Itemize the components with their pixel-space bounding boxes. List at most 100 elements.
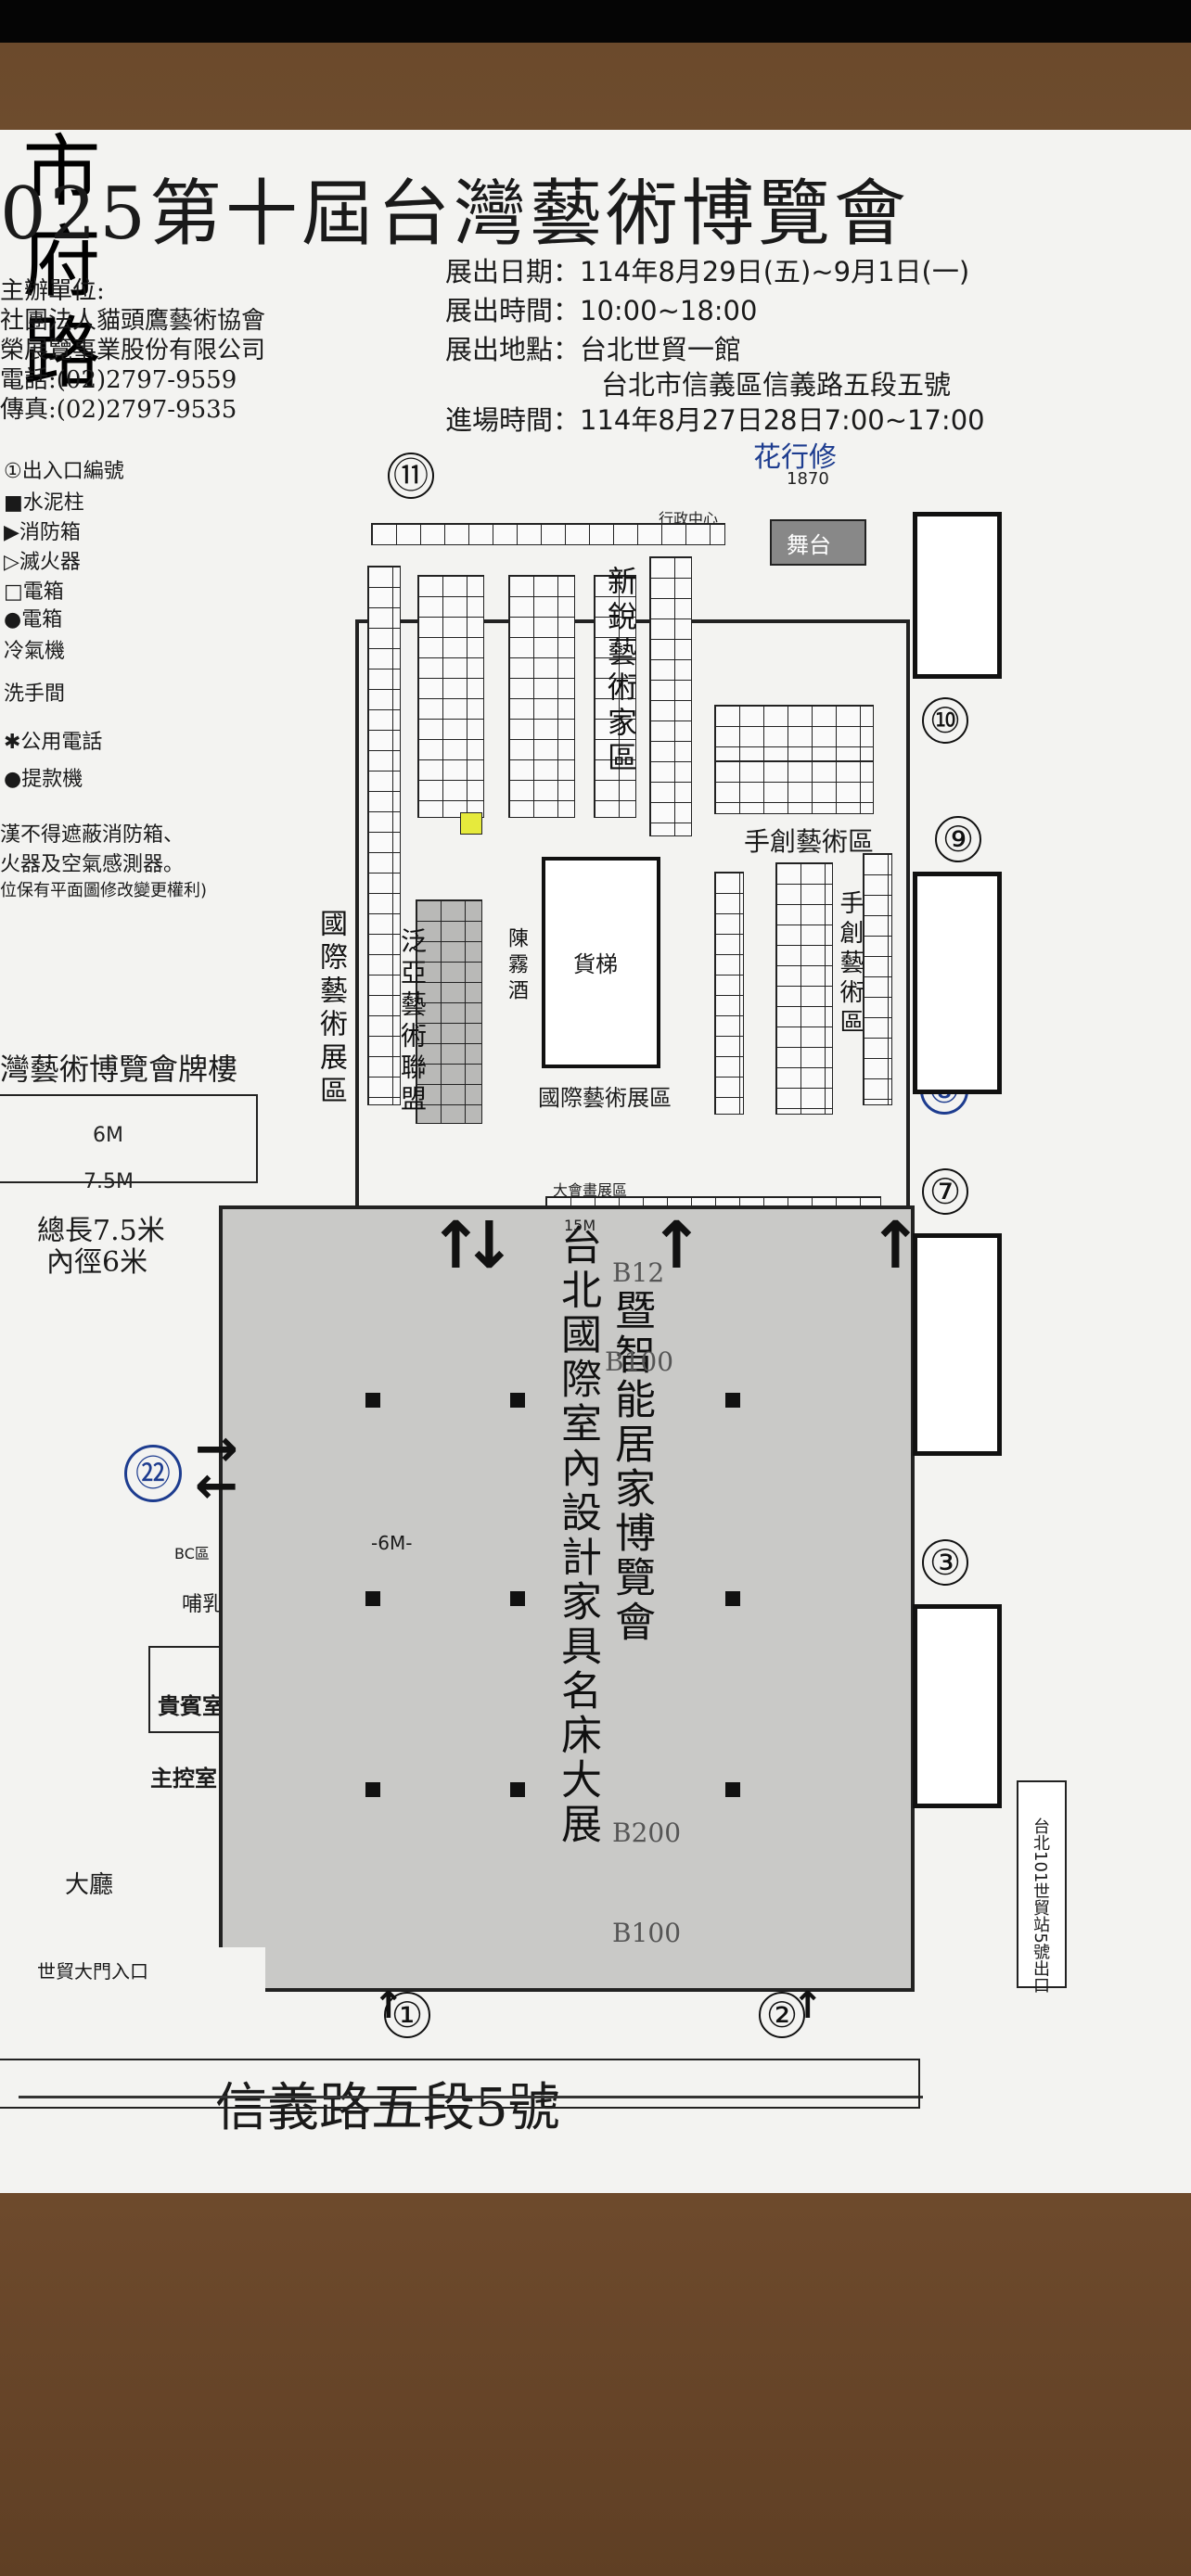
legend-item: ■水泥柱 — [4, 491, 84, 515]
stage — [770, 519, 866, 566]
exit-marker-2: ② — [759, 1992, 805, 2038]
pillar — [365, 1393, 380, 1408]
pillar — [510, 1393, 525, 1408]
info-address: 台北市信義區信義路五段五號 — [601, 369, 952, 401]
gateway-outline — [0, 1094, 258, 1183]
event-title: 025第十屆台灣藝術博覽會 — [0, 172, 910, 256]
highlighted-booth — [460, 812, 482, 835]
exit-marker-7: ⑦ — [922, 1168, 968, 1215]
dim-1870: 1870 — [787, 469, 829, 489]
main-hall-dim: -6M- — [371, 1532, 413, 1554]
zone-public-gallery: 大會畫展區 — [553, 1181, 628, 1199]
entry-arrow-up: ↑ — [429, 1207, 483, 1283]
exit-marker-22: ㉒ — [124, 1445, 182, 1502]
legend-item: □電箱 — [4, 580, 64, 604]
gateway-inner-diameter: 內徑6米 — [46, 1246, 148, 1279]
restroom-east — [913, 1233, 1002, 1456]
info-date: 展出日期：114年8月29日(五)~9月1日(一) — [445, 256, 970, 287]
exit-marker-10: ⑩ — [922, 697, 968, 744]
main-hall-title-2: 暨智能居家博覽會 — [608, 1289, 655, 1645]
pillar — [725, 1393, 740, 1408]
pillar — [365, 1591, 380, 1606]
zone-pan-asian: 泛亞藝術聯盟 — [397, 927, 428, 1116]
legend-item: ①出入口編號 — [4, 460, 124, 483]
booth-block-pan-asian — [416, 899, 482, 1124]
gateway-label: 灣藝術博覽會牌樓 — [0, 1052, 238, 1087]
room-vip: 貴賓室 — [158, 1692, 224, 1719]
pillar — [725, 1591, 740, 1606]
booth-block-left — [367, 566, 401, 1105]
gateway-total-length: 總長7.5米 — [37, 1215, 165, 1247]
legend-item: 冷氣機 — [4, 640, 66, 663]
photo-top-edge — [0, 0, 1191, 43]
main-hall-corner — [219, 1947, 265, 1994]
main-hall-b200: B200 — [612, 1817, 682, 1848]
booth-block-handmade-a — [714, 872, 744, 1115]
main-hall-b12: B12 — [612, 1257, 665, 1288]
road-edge — [0, 2059, 920, 2109]
cargo-elevator — [542, 857, 660, 1068]
booth-block-c — [594, 575, 636, 818]
note-line-3: 位保有平面圖修改變更權利) — [0, 881, 208, 900]
entry-arrow-up: ↑ — [649, 1207, 704, 1283]
legend-item: ▷滅火器 — [4, 551, 81, 574]
legend-item: ●電箱 — [4, 608, 63, 631]
dim-15m: 15M — [564, 1217, 596, 1234]
handwritten-note: 花行修 — [753, 441, 837, 474]
restroom-middle — [913, 872, 1002, 1094]
info-venue: 展出地點：台北世貿一館 — [445, 334, 742, 365]
main-hall-b100: B100 — [605, 1346, 674, 1377]
entry-arrow-left: ← — [195, 1456, 238, 1516]
organizer-phone: 電話:(02)2797-9559 — [0, 366, 237, 394]
booth-block-b — [508, 575, 575, 818]
room-bc: BC區 — [174, 1545, 210, 1562]
organizer-fax: 傳真:(02)2797-9535 — [0, 396, 237, 424]
restroom-south — [913, 1604, 1002, 1808]
note-line-1: 漢不得遮蔽消防箱、 — [0, 823, 185, 847]
booth-block-handmade-c — [863, 853, 892, 1105]
booth-block-a — [417, 575, 484, 818]
gateway-dim-6m: 6M — [93, 1124, 123, 1147]
organizer-2: 榮展覽事業股份有限公司 — [0, 337, 266, 364]
gateway-dim-7-5m: 7.5M — [83, 1170, 134, 1193]
pillar — [510, 1782, 525, 1797]
main-exhibition-hall — [219, 1205, 915, 1992]
stage-label: 舞台 — [787, 532, 831, 558]
info-setup: 進場時間：114年8月27日28日7:00~17:00 — [445, 404, 985, 436]
booth-block-handmade-b — [775, 862, 833, 1115]
legend-item: ▶消防箱 — [4, 521, 81, 544]
booth-block-top-row — [371, 523, 725, 545]
restroom-north — [913, 512, 1002, 679]
organizer-1: 社團法人貓頭鷹藝術協會 — [0, 307, 266, 335]
zone-newart: 新銳藝術家區 — [603, 566, 638, 777]
legend-item: ✱公用電話 — [4, 731, 103, 754]
mrt-exit-box — [1017, 1780, 1067, 1988]
street-shifu-road: 市府路 — [10, 130, 101, 402]
lobby: 大廳 — [65, 1871, 114, 1899]
exit-marker-9: ⑨ — [935, 816, 981, 862]
booth-block-newart — [649, 556, 692, 836]
note-line-2: 火器及空氣感測器。 — [0, 853, 185, 876]
zone-handmade: 手創藝術區 — [744, 826, 875, 857]
zone-chen: 陳霧酒 — [505, 927, 528, 1005]
pillar — [725, 1782, 740, 1797]
mrt-exit-label: 台北101世貿站5號出口 — [1031, 1817, 1050, 1994]
organizer-heading: 主辦單位: — [0, 277, 105, 305]
zone-handmade-2: 手創藝術區 — [836, 890, 864, 1039]
road-line — [19, 2096, 923, 2098]
zone-international-bottom: 國際藝術展區 — [538, 1085, 672, 1111]
legend-item: 洗手間 — [4, 682, 66, 706]
exit-marker-11: ⑪ — [388, 453, 434, 499]
booth-block-d — [714, 705, 874, 766]
room-control: 主控室 — [150, 1765, 217, 1792]
info-time: 展出時間：10:00~18:00 — [445, 295, 758, 326]
exit-marker-3: ③ — [922, 1539, 968, 1586]
main-hall-title: 台北國際室內設計家具名床大展 — [554, 1224, 601, 1847]
entry-arrow-down: ↓ — [462, 1207, 517, 1283]
booth-block-e — [714, 760, 874, 814]
floor-map-sheet: 025第十屆台灣藝術博覽會 主辦單位: 社團法人貓頭鷹藝術協會 榮展覽事業股份有… — [0, 130, 1191, 2193]
main-gate: 世貿大門入口 — [37, 1960, 148, 1983]
pillar — [510, 1591, 525, 1606]
exit-marker-1: ① — [384, 1992, 430, 2038]
zone-international: 國際藝術展區 — [314, 909, 347, 1109]
